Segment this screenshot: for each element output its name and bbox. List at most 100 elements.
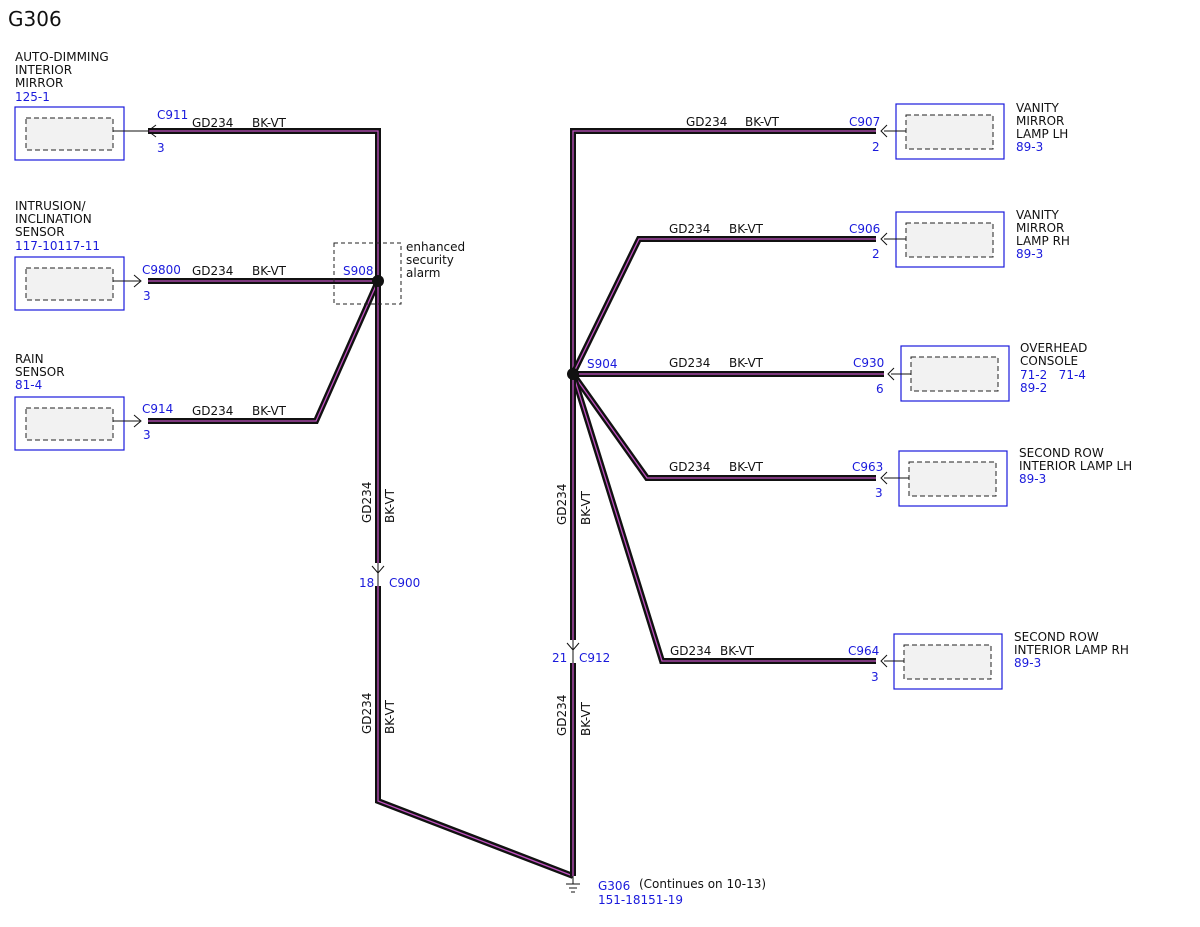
- ground-label[interactable]: G306: [598, 879, 630, 893]
- connector-c907-label[interactable]: C907: [849, 115, 880, 129]
- ground-ref[interactable]: 151-18151-19: [598, 893, 683, 907]
- vanity-mirror-lamp-rh-component[interactable]: C906 2 GD234 BK-VT VANITY MIRROR LAMP RH…: [669, 208, 1070, 268]
- wire-code: GD234: [669, 222, 710, 236]
- connector-arrow: [887, 367, 895, 381]
- ground-g306[interactable]: G306 (Continues on 10-13) 151-18151-19: [566, 876, 766, 907]
- overhead-console-component[interactable]: C930 6 GD234 BK-VT OVERHEAD CONSOLE 71-2…: [669, 341, 1087, 402]
- component-label-line: MIRROR: [15, 76, 63, 90]
- component-ref[interactable]: 89-2: [1020, 381, 1047, 395]
- wire-color: BK-VT: [383, 699, 397, 734]
- rain-sensor-component[interactable]: RAIN SENSOR 81-4 C914 3 GD234 BK-VT: [14, 352, 287, 451]
- component-label-line: SENSOR: [15, 225, 65, 239]
- component-label-line: RAIN: [15, 352, 44, 366]
- wire-code: GD234: [669, 356, 710, 370]
- wire-color: BK-VT: [252, 116, 287, 130]
- component-label-line: INTERIOR LAMP RH: [1014, 643, 1129, 657]
- connector-c963-label[interactable]: C963: [852, 460, 883, 474]
- component-ref[interactable]: 89-3: [1019, 472, 1046, 486]
- component-ref[interactable]: 89-3: [1016, 140, 1043, 154]
- component-inner-outline: [905, 114, 994, 150]
- option-note-line: enhanced: [406, 240, 465, 254]
- wire-code: GD234: [192, 116, 233, 130]
- vanity-mirror-lamp-lh-component[interactable]: C907 2 GD234 BK-VT VANITY MIRROR LAMP LH…: [686, 101, 1068, 160]
- wire-color: BK-VT: [579, 490, 593, 525]
- wire-code: GD234: [192, 404, 233, 418]
- splice-s904[interactable]: S904: [567, 357, 618, 380]
- wire-code: GD234: [669, 460, 710, 474]
- wire-color: BK-VT: [383, 488, 397, 523]
- component-label-line: MIRROR: [1016, 221, 1064, 235]
- connector-c930-label[interactable]: C930: [853, 356, 884, 370]
- component-inner-outline: [25, 407, 114, 441]
- component-inner-outline: [25, 117, 114, 151]
- wire-color: BK-VT: [729, 356, 764, 370]
- component-inner-outline: [908, 461, 997, 497]
- wire-code: GD234: [686, 115, 727, 129]
- connector-c911-label[interactable]: C911: [157, 108, 188, 122]
- connector-arrow: [133, 274, 142, 288]
- component-inner-outline: [25, 267, 114, 301]
- option-note-line: alarm: [406, 266, 440, 280]
- component-label-line: VANITY: [1016, 101, 1059, 115]
- wire-code: GD234: [360, 482, 374, 523]
- option-note-line: security: [406, 253, 454, 267]
- connector-arrow: [147, 124, 157, 138]
- connector-arrow: [133, 414, 142, 428]
- splice-s908[interactable]: S908 enhanced security alarm: [333, 240, 465, 305]
- auto-dimming-mirror-component[interactable]: AUTO-DIMMING INTERIOR MIRROR 125-1 C911 …: [14, 50, 287, 161]
- component-ref[interactable]: 125-1: [15, 90, 50, 104]
- enhanced-security-alarm-outline: [333, 242, 402, 305]
- connector-c912-label[interactable]: C912: [579, 651, 610, 665]
- wire-color: BK-VT: [729, 222, 764, 236]
- component-ref[interactable]: 81-4: [15, 378, 42, 392]
- connector-pin: 6: [876, 382, 884, 396]
- component-ref[interactable]: 89-3: [1016, 247, 1043, 261]
- component-label-line: INTRUSION/: [15, 199, 87, 213]
- wire-code: GD234: [670, 644, 711, 658]
- component-ref[interactable]: 89-3: [1014, 656, 1041, 670]
- wire-code: GD234: [192, 264, 233, 278]
- connector-arrow: [880, 654, 888, 668]
- intrusion-sensor-component[interactable]: INTRUSION/ INCLINATION SENSOR 117-10117-…: [14, 199, 287, 311]
- wire-color: BK-VT: [252, 404, 287, 418]
- diagram-title: G306: [8, 7, 62, 31]
- second-row-lamp-lh-component[interactable]: C963 3 GD234 BK-VT SECOND ROW INTERIOR L…: [669, 446, 1132, 507]
- connector-arrow: [880, 471, 888, 485]
- connector-pin: 2: [872, 247, 880, 261]
- wire-color: BK-VT: [720, 644, 755, 658]
- component-inner-outline: [910, 356, 999, 392]
- inline-connector-c900[interactable]: 18 C900: [359, 563, 420, 590]
- second-row-lamp-rh-component[interactable]: C964 3 GD234 BK-VT SECOND ROW INTERIOR L…: [670, 630, 1129, 690]
- component-label-line: SECOND ROW: [1014, 630, 1099, 644]
- wire-harness: [148, 128, 884, 879]
- inline-connector-c912[interactable]: 21 C912: [552, 640, 610, 665]
- splice-dot: [372, 275, 384, 287]
- connector-c964-label[interactable]: C964: [848, 644, 879, 658]
- splice-s904-label[interactable]: S904: [587, 357, 618, 371]
- wire-color: BK-VT: [745, 115, 780, 129]
- component-label-line: LAMP RH: [1016, 234, 1070, 248]
- component-label-line: SECOND ROW: [1019, 446, 1104, 460]
- connector-pin: 3: [875, 486, 883, 500]
- component-inner-outline: [905, 222, 994, 258]
- connector-pin: 3: [871, 670, 879, 684]
- component-label-line: INTERIOR: [15, 63, 72, 77]
- connector-c900-label[interactable]: C900: [389, 576, 420, 590]
- component-label-line: INTERIOR LAMP LH: [1019, 459, 1132, 473]
- wire-color: BK-VT: [579, 701, 593, 736]
- component-ref[interactable]: 71-2 71-4: [1020, 368, 1086, 382]
- component-label-line: LAMP LH: [1016, 127, 1068, 141]
- component-ref[interactable]: 117-10117-11: [15, 239, 100, 253]
- connector-c9800-label[interactable]: C9800: [142, 263, 181, 277]
- ground-continuation-note: (Continues on 10-13): [639, 877, 766, 891]
- splice-dot: [567, 368, 579, 380]
- component-label-line: OVERHEAD: [1020, 341, 1087, 355]
- connector-c914-label[interactable]: C914: [142, 402, 173, 416]
- component-label-line: MIRROR: [1016, 114, 1064, 128]
- connector-c906-label[interactable]: C906: [849, 222, 880, 236]
- connector-pin: 3: [143, 289, 151, 303]
- splice-s908-label[interactable]: S908: [343, 264, 374, 278]
- connector-pin: 3: [143, 428, 151, 442]
- wire-color: BK-VT: [252, 264, 287, 278]
